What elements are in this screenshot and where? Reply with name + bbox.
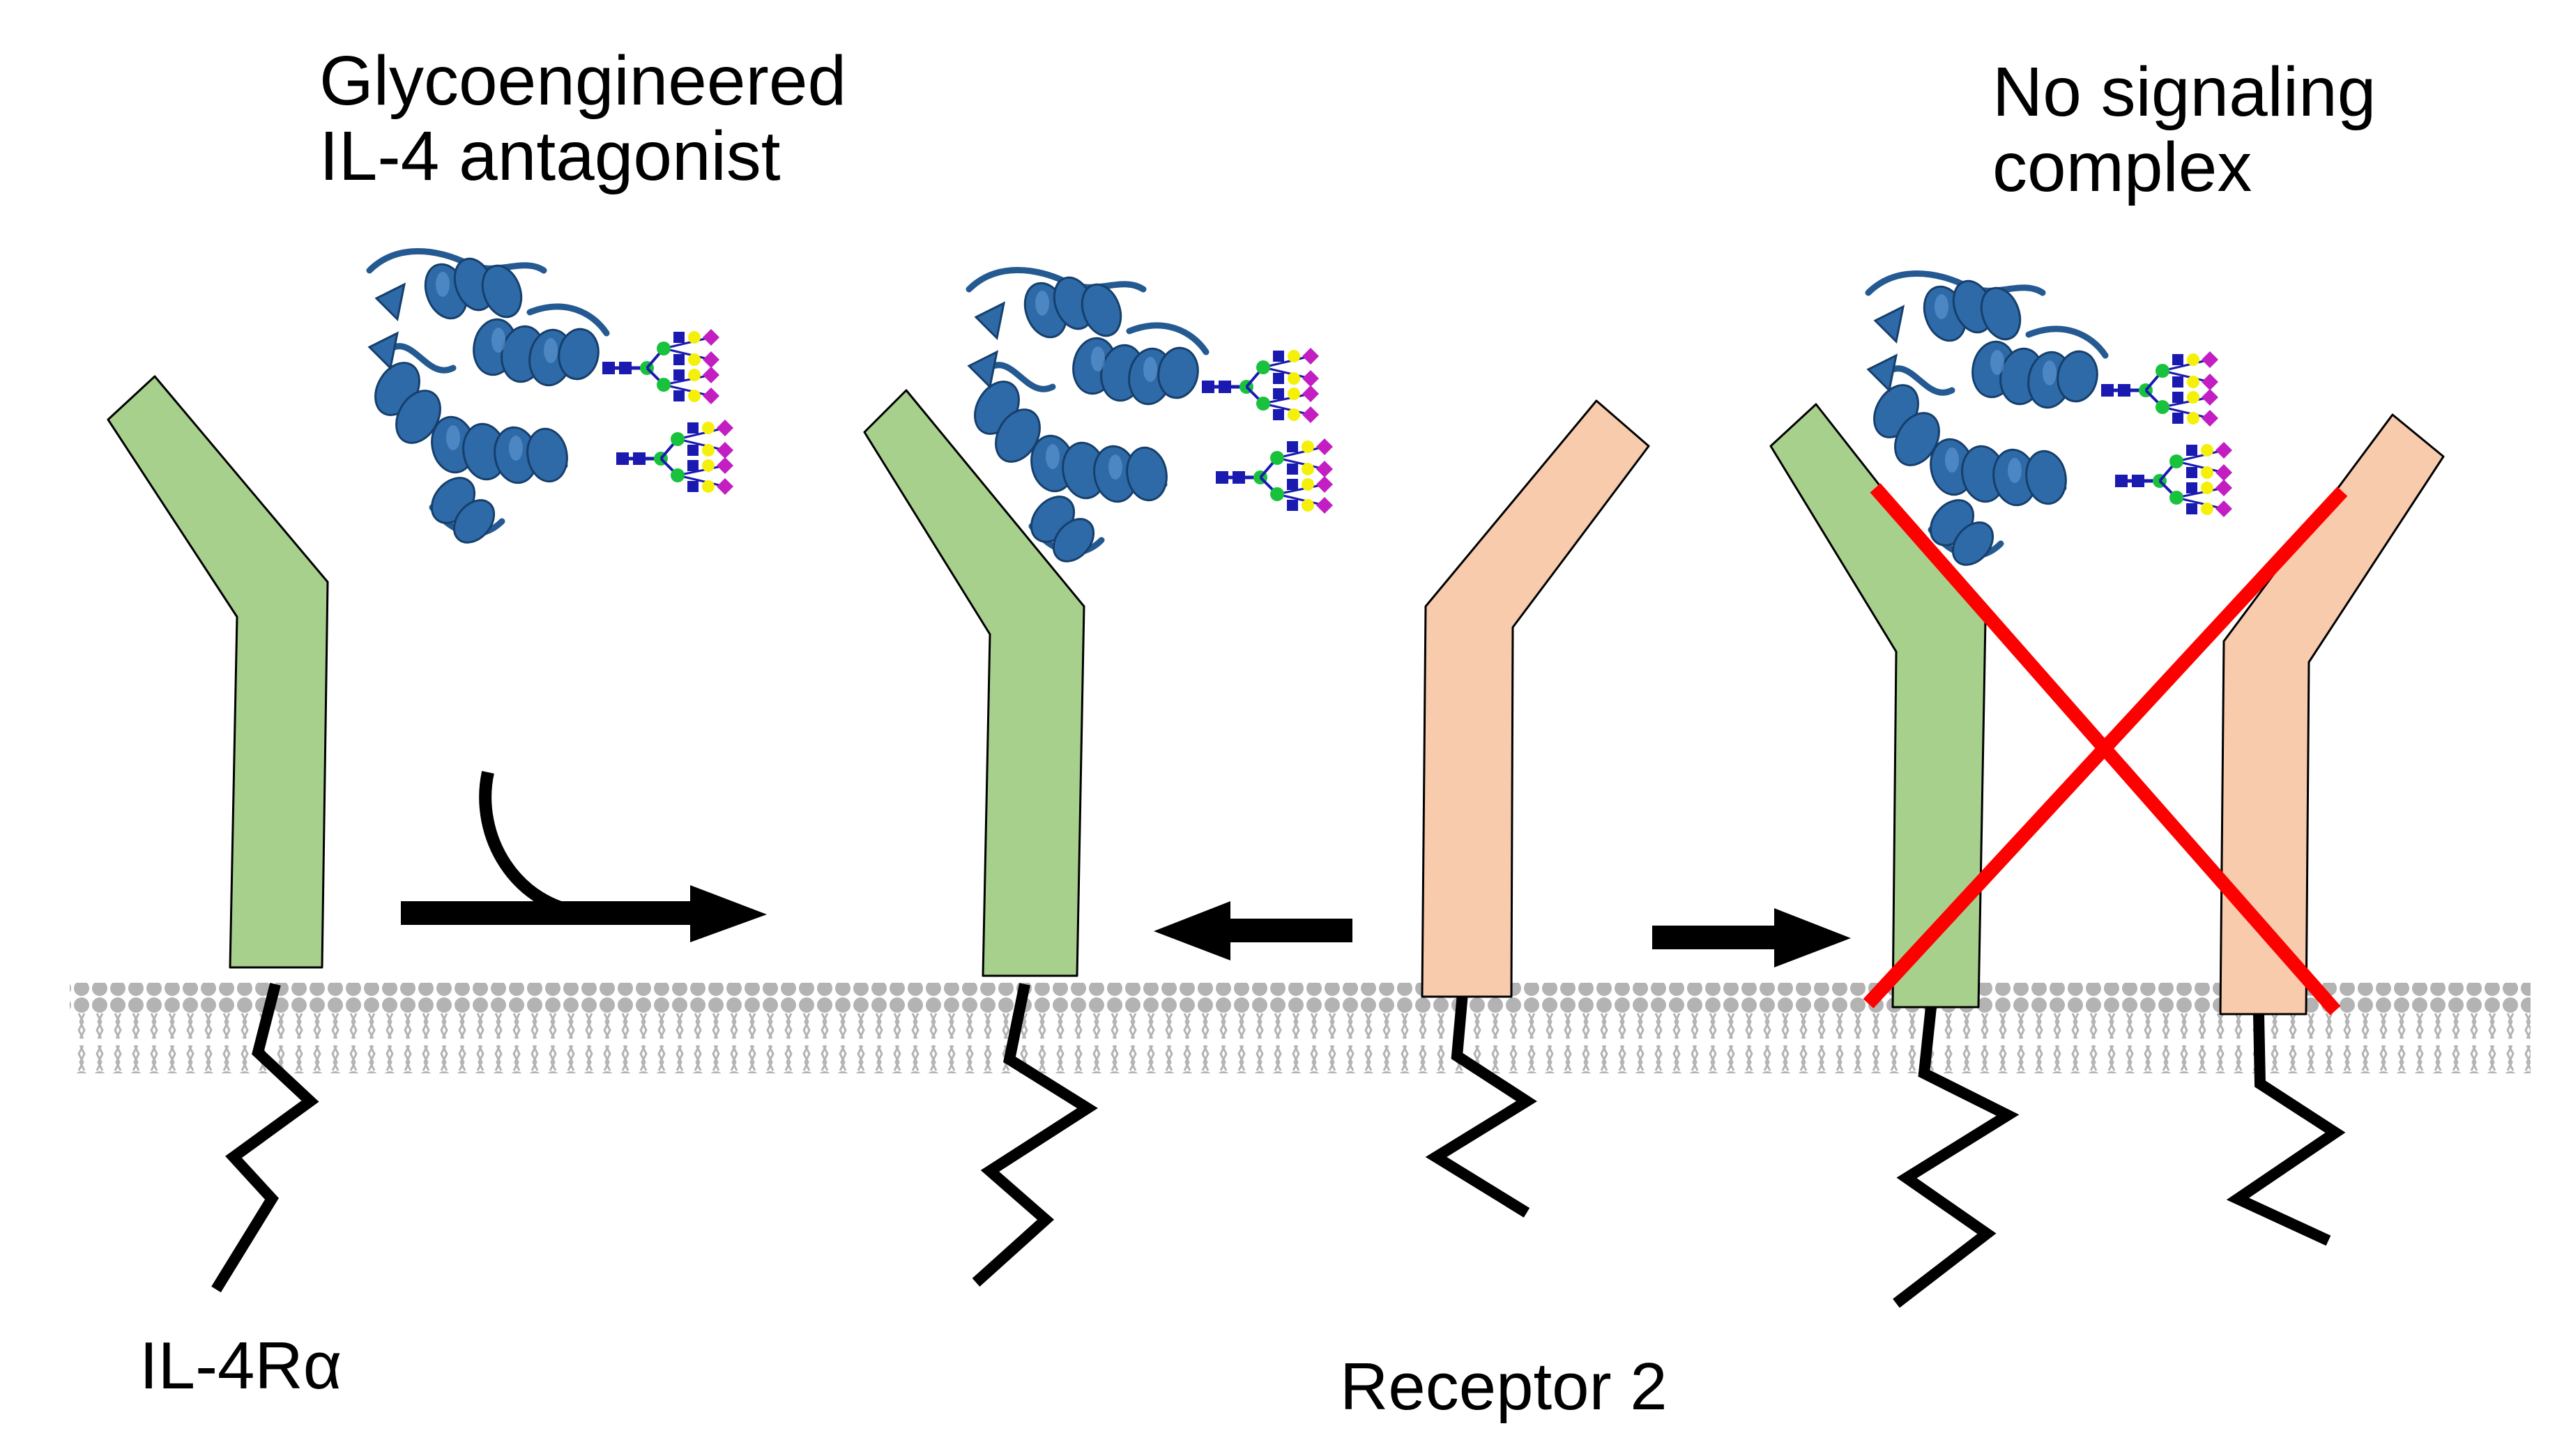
- cross-mark-icon: [1863, 483, 2348, 1016]
- antagonist-title-line1: Glycoengineered: [319, 42, 847, 120]
- receptor2-receptor-panel4: [2219, 413, 2445, 1246]
- arrow-icon: [401, 771, 767, 942]
- no-signaling-title: No signaling complex: [1992, 54, 2376, 205]
- no-signaling-title-line2: complex: [1992, 128, 2252, 206]
- arrow-icon: [1154, 901, 1352, 960]
- receptor2-label: Receptor 2: [1340, 1349, 1668, 1424]
- arrow-icon: [1652, 908, 1851, 967]
- antagonist-title-line2: IL-4 antagonist: [319, 117, 781, 195]
- il4-protein-icon: [966, 270, 1333, 569]
- il4-protein-icon: [367, 252, 733, 551]
- receptor2-receptor-panel3: [1421, 399, 1650, 1218]
- il4ra-label: IL-4Rα: [139, 1328, 342, 1403]
- antagonist-title: Glycoengineered IL-4 antagonist: [319, 43, 846, 194]
- il4ra-receptor-panel1: [107, 375, 329, 1293]
- il4-protein-icon: [1866, 274, 2232, 573]
- lipid-bilayer: [70, 983, 2531, 1073]
- il4ra-receptor-panel2: [863, 389, 1098, 1287]
- no-signaling-title-line1: No signaling: [1992, 53, 2377, 131]
